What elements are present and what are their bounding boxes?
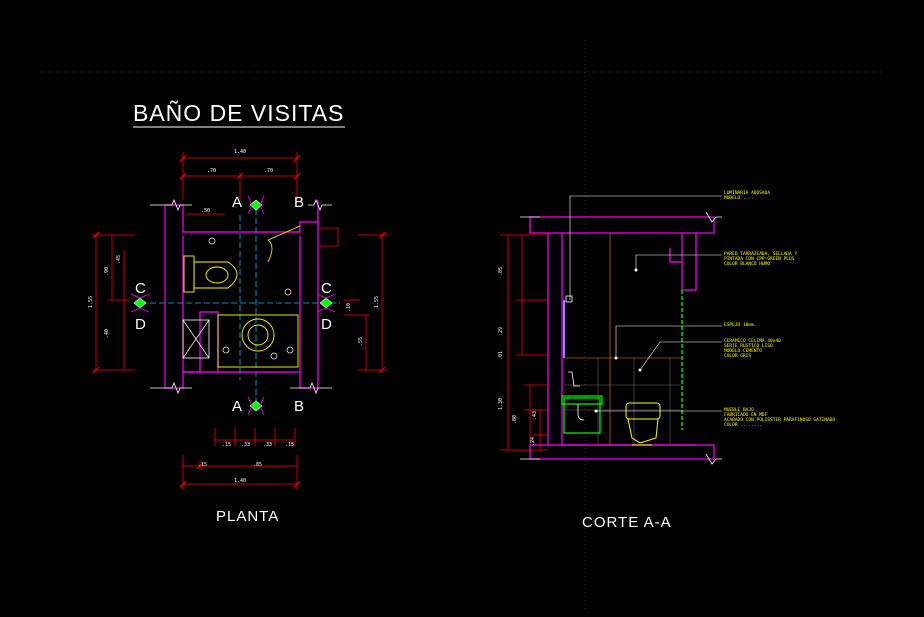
dim-label: .10 [346, 302, 352, 312]
dim-label: .85 [498, 266, 504, 276]
dim-label: 1.55 [374, 295, 380, 308]
dim-label: 1.30 [498, 397, 504, 410]
dim-label: .70 [264, 168, 274, 174]
dim-label: .15 [198, 462, 208, 468]
section-tag-d-right: D [321, 316, 332, 333]
note-ceramico: CERAMICO CELIMA 40x40 SERIE RUSTICO LISO… [724, 339, 781, 359]
note-espejo: ESPEJO 10mm. [724, 323, 757, 328]
dim-label: .24 [530, 436, 536, 446]
dim-label: .01 [498, 350, 504, 360]
dim-label: .29 [498, 326, 504, 336]
dim-label: .40 [104, 328, 110, 338]
section-view [500, 195, 722, 465]
section-tag-b-top: B [294, 194, 305, 211]
dim-label: .50 [201, 208, 211, 214]
drawing-title: BAÑO DE VISITAS [133, 100, 345, 126]
section-tag-d-left: D [135, 316, 146, 333]
dim-label: .85 [253, 462, 263, 468]
dim-label: 1.40 [234, 149, 247, 155]
dim-label: .33 [241, 442, 251, 448]
plan-caption: PLANTA [216, 508, 280, 525]
dim-label: .33 [263, 442, 273, 448]
section-caption: CORTE A-A [582, 514, 672, 531]
floor-plan [92, 152, 388, 490]
dim-label: .43 [532, 410, 538, 420]
dim-label: 1.40 [234, 478, 247, 484]
dim-label: .15 [285, 442, 295, 448]
dim-label: .55 [358, 336, 364, 346]
dim-label: .80 [512, 414, 518, 424]
dim-label: .70 [207, 168, 217, 174]
note-pared: PARED TARRAJEADA, SELLADA Y PINTADA CON … [724, 252, 798, 267]
dim-label: 1.55 [88, 295, 94, 308]
section-tag-b-bottom: B [294, 398, 305, 415]
note-luminaria: LUMINARIA ADOSADA MODELO .... [724, 191, 771, 201]
dim-label: .45 [116, 254, 122, 264]
section-tag-a-bottom: A [232, 398, 243, 415]
dim-label: .90 [104, 266, 110, 276]
section-tag-c-right: C [321, 280, 332, 297]
note-mueble: MUEBLE BAJO FABRICADO EN MDF ACABADO CON… [724, 408, 836, 428]
section-tag-c-left: C [135, 280, 146, 297]
dim-label: .15 [222, 442, 232, 448]
section-tag-a-top: A [232, 194, 243, 211]
